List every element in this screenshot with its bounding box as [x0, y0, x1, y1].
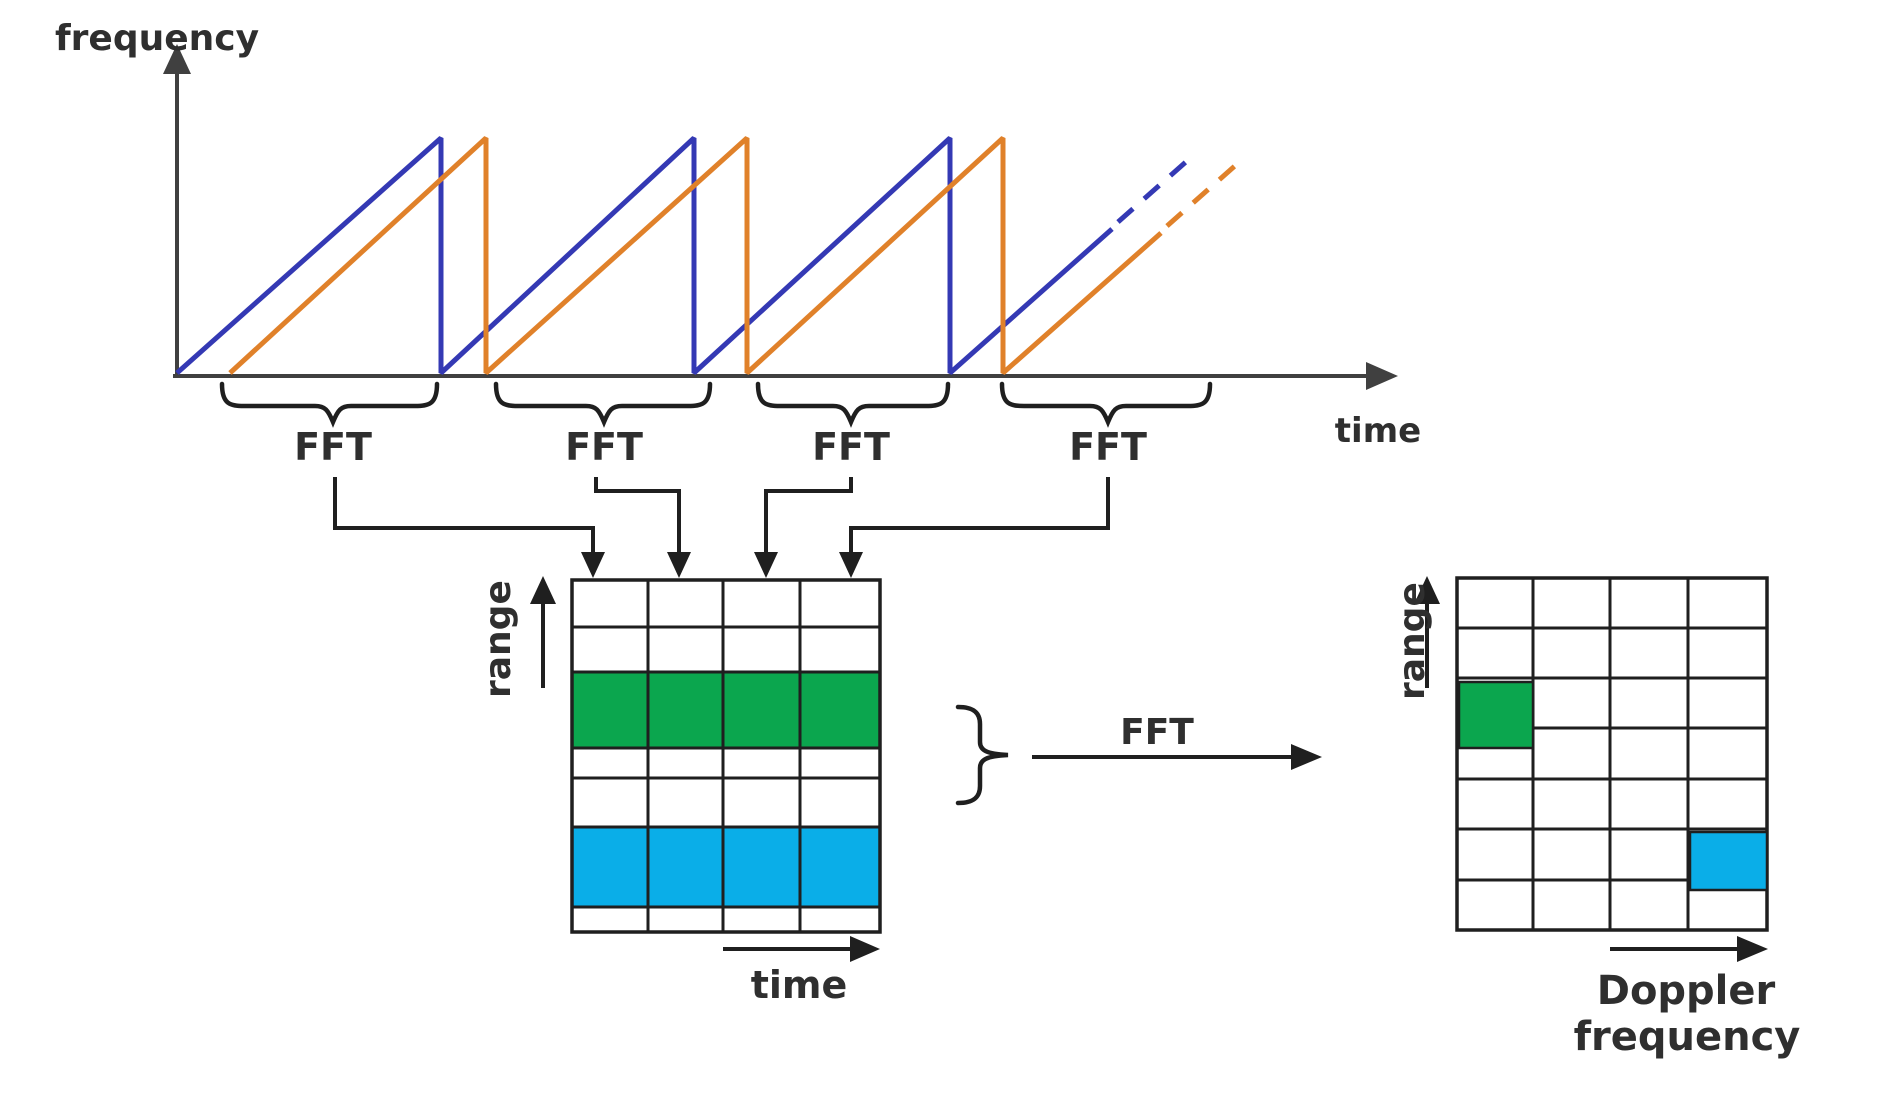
green-detection-cell — [1457, 680, 1535, 750]
range-axis-arrowhead — [1414, 576, 1440, 604]
cyan-detection-cell — [1688, 830, 1769, 892]
connector-arrowhead-col3 — [754, 552, 778, 578]
matrix-time-label: time — [751, 963, 848, 1007]
doppler-fft-label: FFT — [1120, 712, 1194, 753]
fft-brace-2 — [493, 381, 713, 428]
row-select-brace — [955, 704, 1009, 806]
connector-fft4-col4 — [849, 477, 1110, 556]
chirp-fft-braces: FFT FFT FFT FFT — [219, 381, 1213, 469]
time-axis-label: time — [1335, 411, 1421, 451]
matrix-outline — [1455, 576, 1769, 932]
frequency-time-plot: frequency time — [55, 18, 1421, 451]
connector-arrowhead-col1 — [581, 552, 605, 578]
connector-arrowhead-col4 — [839, 552, 863, 578]
matrix-outline — [570, 578, 882, 934]
range-time-matrix: range time — [478, 576, 882, 1007]
y-axis-arrowhead — [163, 44, 191, 74]
green-range-row — [572, 672, 880, 748]
connector-fft1-col1 — [333, 477, 595, 556]
orange-chirp-wave — [228, 136, 1163, 375]
doppler-fft-step: FFT — [955, 704, 1322, 806]
fft-brace-1 — [219, 381, 440, 428]
doppler-axis-label-line1: Doppler — [1597, 968, 1776, 1014]
fft-brace-4 — [999, 381, 1213, 428]
blue-chirp-wave-dashed-continuation — [1116, 158, 1190, 224]
fft-label-1: FFT — [294, 425, 372, 469]
doppler-axis-label-line2: frequency — [1574, 1014, 1801, 1060]
range-axis-label: range — [478, 580, 519, 698]
frequency-axis-label: frequency — [55, 18, 259, 59]
x-axis-arrowhead — [1366, 362, 1398, 390]
fft-label-3: FFT — [812, 425, 890, 469]
orange-chirp-wave-dashed-continuation — [1165, 162, 1239, 228]
connector-fft2-col2 — [594, 477, 681, 556]
matrix-time-arrowhead — [850, 936, 880, 962]
fft-label-4: FFT — [1069, 425, 1147, 469]
doppler-axis-arrowhead — [1737, 936, 1768, 962]
fft-label-2: FFT — [565, 425, 643, 469]
range-doppler-matrix: range Doppler frequency — [1392, 576, 1800, 1060]
doppler-fft-arrowhead — [1291, 744, 1322, 770]
cyan-cell-rect — [1688, 830, 1769, 892]
range-axis-arrowhead — [530, 576, 556, 604]
range-axis-label: range — [1392, 582, 1433, 700]
connector-arrowhead-col2 — [667, 552, 691, 578]
blue-chirp-wave — [175, 136, 1114, 375]
connector-fft3-col3 — [764, 477, 853, 556]
fft-brace-3 — [755, 381, 951, 428]
green-cell-rect — [1457, 680, 1535, 750]
cyan-range-row — [572, 827, 880, 907]
fft-to-matrix-connectors — [333, 477, 1110, 578]
